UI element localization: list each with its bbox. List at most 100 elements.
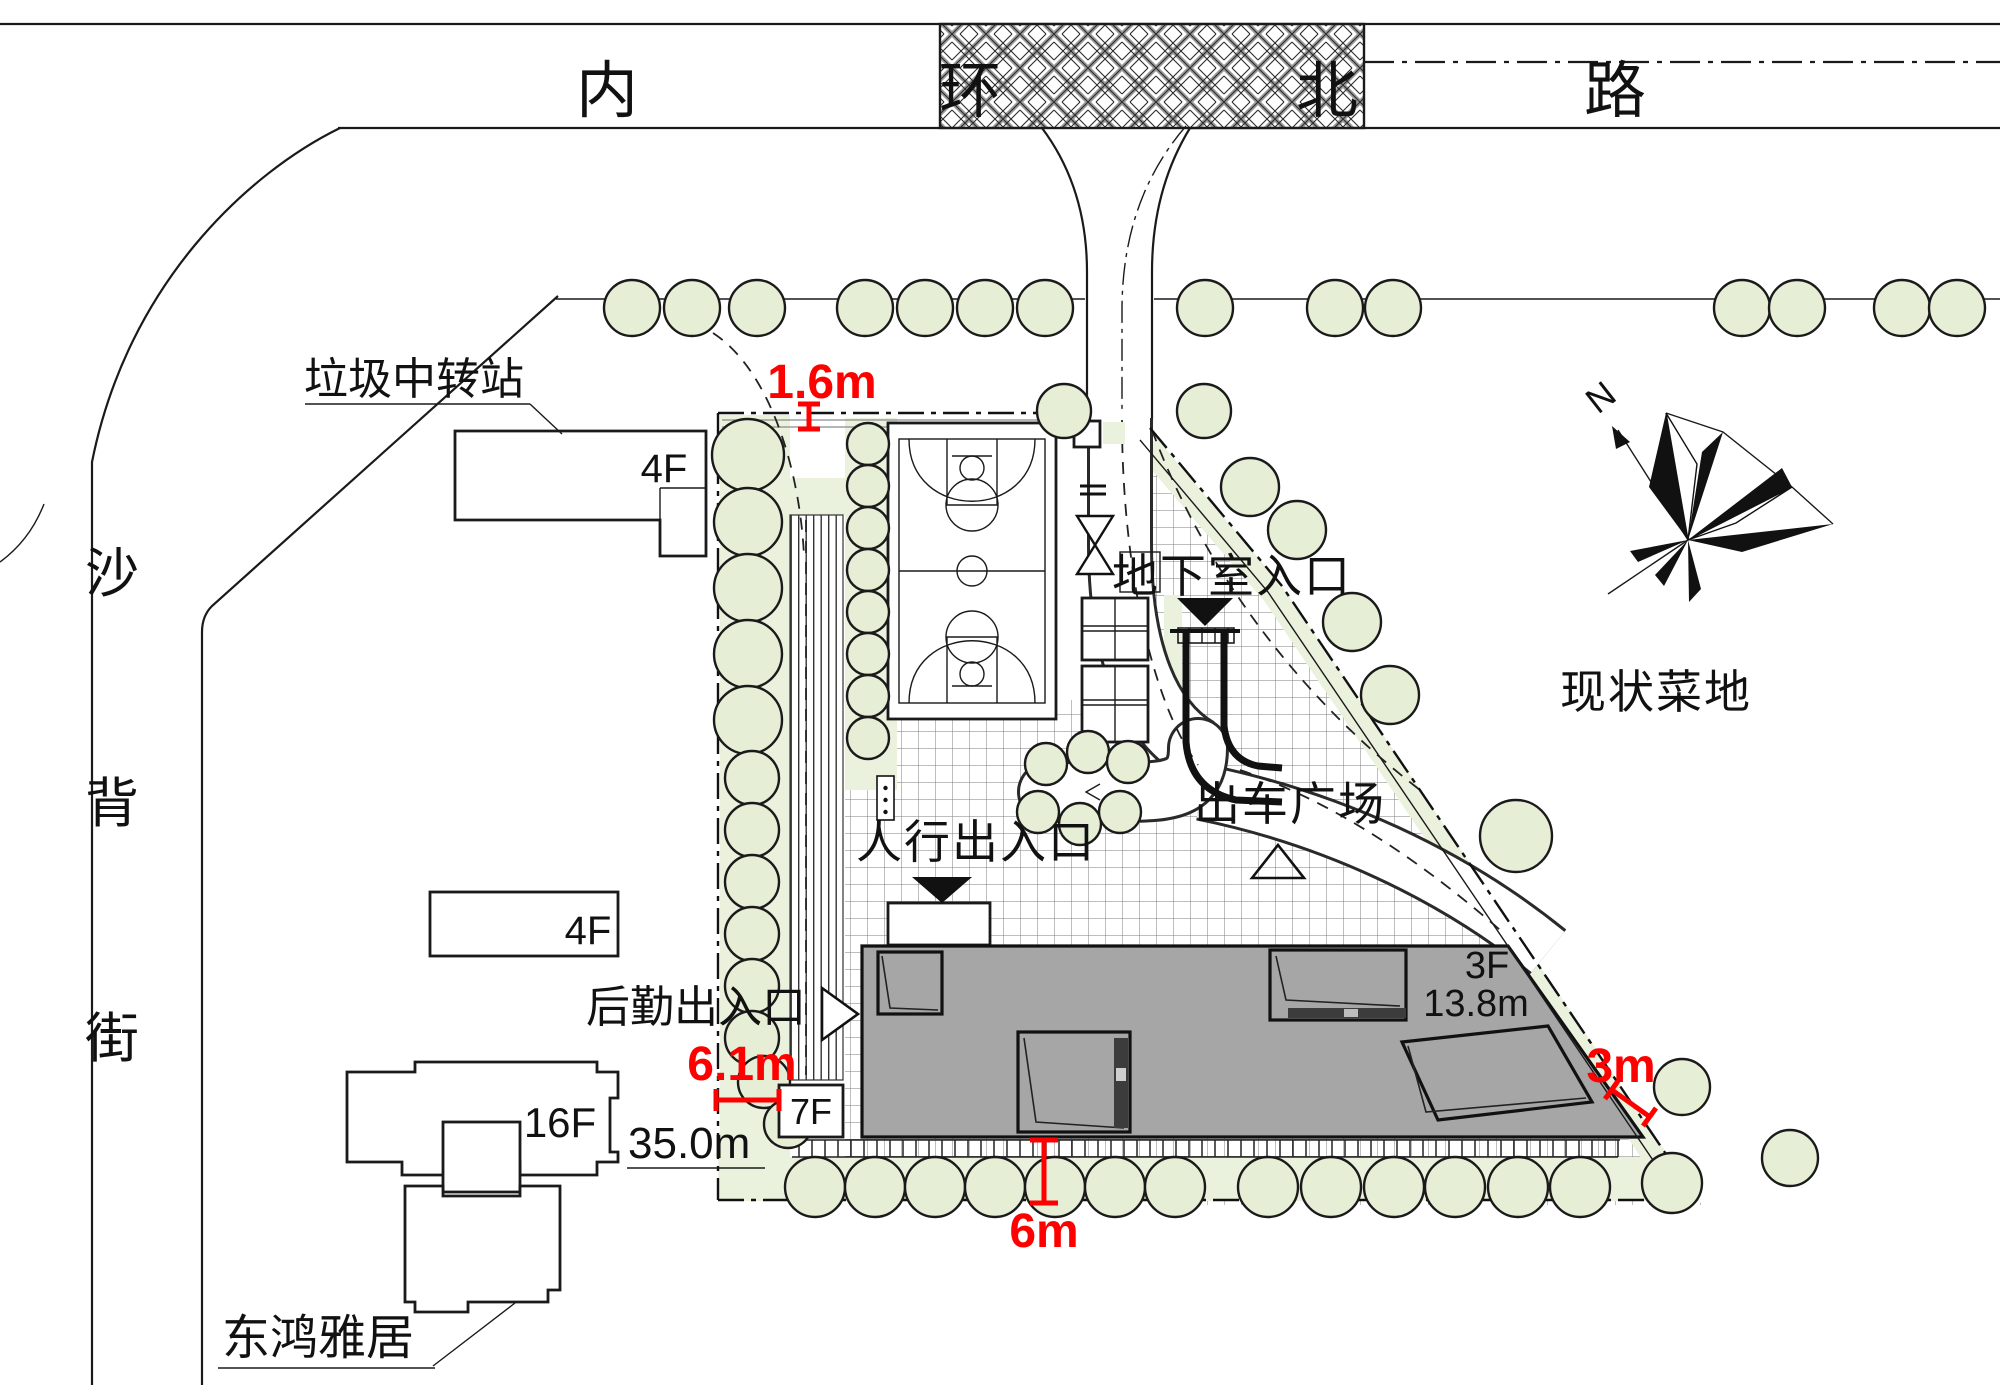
tree [845,631,891,677]
west-street-char: 背 [85,774,139,834]
compass-n-label: N [1578,373,1624,421]
ramp-wall-inner [1220,630,1283,772]
west-street-char: 街 [85,1009,139,1069]
pedestrian-gate [886,901,992,947]
text-labels: 内 环 北 路 沙 背 街 垃圾中转站 地下室入口 人行出入口 出车广场 后勤出… [85,57,1750,1365]
north-road-char: 环 [939,57,1001,126]
tree [723,905,781,963]
tree [710,417,786,493]
tree [1097,789,1143,835]
tree [895,278,955,338]
compass-petal [1688,432,1723,540]
tree [1299,1155,1363,1219]
dim-6m-label: 6m [1009,1205,1078,1258]
entry-road-left-curb [1041,127,1089,420]
garbage-station-floors: 4F [641,447,688,491]
tree [843,1155,907,1219]
drive-path-dashed2 [1239,769,1501,931]
residence-floors: 16F [524,1099,596,1146]
entry-road-right-curb [1150,127,1191,420]
west-street-inner-curb [200,295,559,1385]
tree [1548,1155,1612,1219]
sculpture-icon-base [1074,542,1116,576]
equipment-pad [1119,551,1161,593]
west-4f-building [428,890,620,958]
tree [1266,499,1328,561]
dim-6-1m-bar [713,1089,782,1111]
site-furniture [876,419,1161,947]
tree [712,684,784,756]
tree [1872,278,1932,338]
tree [1363,278,1423,338]
freethrow-top [945,478,999,532]
compass-outline [1665,412,1834,525]
tree [1486,1155,1550,1219]
ramp-arrow-icon [1177,598,1233,626]
entry-road-centerline [1121,125,1187,418]
logistics-entrance-arrow [820,985,861,1043]
dim-1-6m-bar [798,401,820,432]
tree [1321,591,1383,653]
traffic-arrow [1084,783,1101,801]
tree [845,547,891,593]
pedestrian-entrance-label: 人行出入口 [856,816,1096,868]
dim-6-1m-label: 6.1m [687,1038,796,1091]
green-box [1103,422,1125,444]
garbage-station-wing [659,487,706,556]
table-tennis-tables [1080,596,1150,744]
compass-petal [1655,540,1688,586]
tree [1175,278,1235,338]
main-building-height: 13.8m [1423,983,1529,1025]
compass-petal [1688,524,1833,552]
court-key-bottom [908,636,1036,704]
dim-3m-label: 3m [1586,1040,1655,1093]
tree [712,618,784,690]
tree [1712,278,1772,338]
compass-line-sw [1607,539,1689,595]
tree [1175,382,1233,440]
tree [1236,1155,1300,1219]
tree [1065,729,1111,775]
tree [712,552,784,624]
tree [845,421,891,467]
west-building-floors: 4F [565,909,612,953]
tree [845,589,891,635]
tree [712,486,784,558]
basketball-court [886,421,1058,721]
freethrow-bottom [945,610,999,664]
stripe-zone [789,514,844,1081]
garbage-label-leader [529,403,563,435]
tree [1362,1155,1426,1219]
compass-petal [1687,486,1793,541]
tree [1767,278,1827,338]
bridge-hatch [938,22,1366,130]
tree [845,463,891,509]
compass-north-tip [1612,426,1630,449]
west-street-outer-curb [90,127,341,1385]
compass-petal [1688,468,1792,540]
bench-icon [1080,484,1106,496]
tree [602,278,662,338]
trees [602,278,1987,1219]
compass-petal [1688,540,1701,602]
sculpture-icon [1074,514,1116,548]
road-network [0,22,2000,1385]
tree [845,505,891,551]
dim-1-6m-label: 1.6m [767,356,876,409]
main-building [792,944,1647,1158]
drive-path-dashed1 [1121,419,1199,766]
ramp-stripe-zone [789,514,844,1081]
gatehouse-floors: 7F [790,1091,832,1132]
dim-3m-bar [1602,1079,1659,1128]
residence-16f-building [345,1060,620,1367]
main-building-floors: 3F [1465,945,1509,987]
tree [1219,456,1281,518]
tree [1083,1155,1147,1219]
compass-petal [1665,412,1698,541]
tree [1035,382,1093,440]
exit-plaza-marker [1249,842,1307,880]
tree [1143,1155,1207,1219]
tree [903,1155,967,1219]
north-road-char: 内 [576,57,638,126]
